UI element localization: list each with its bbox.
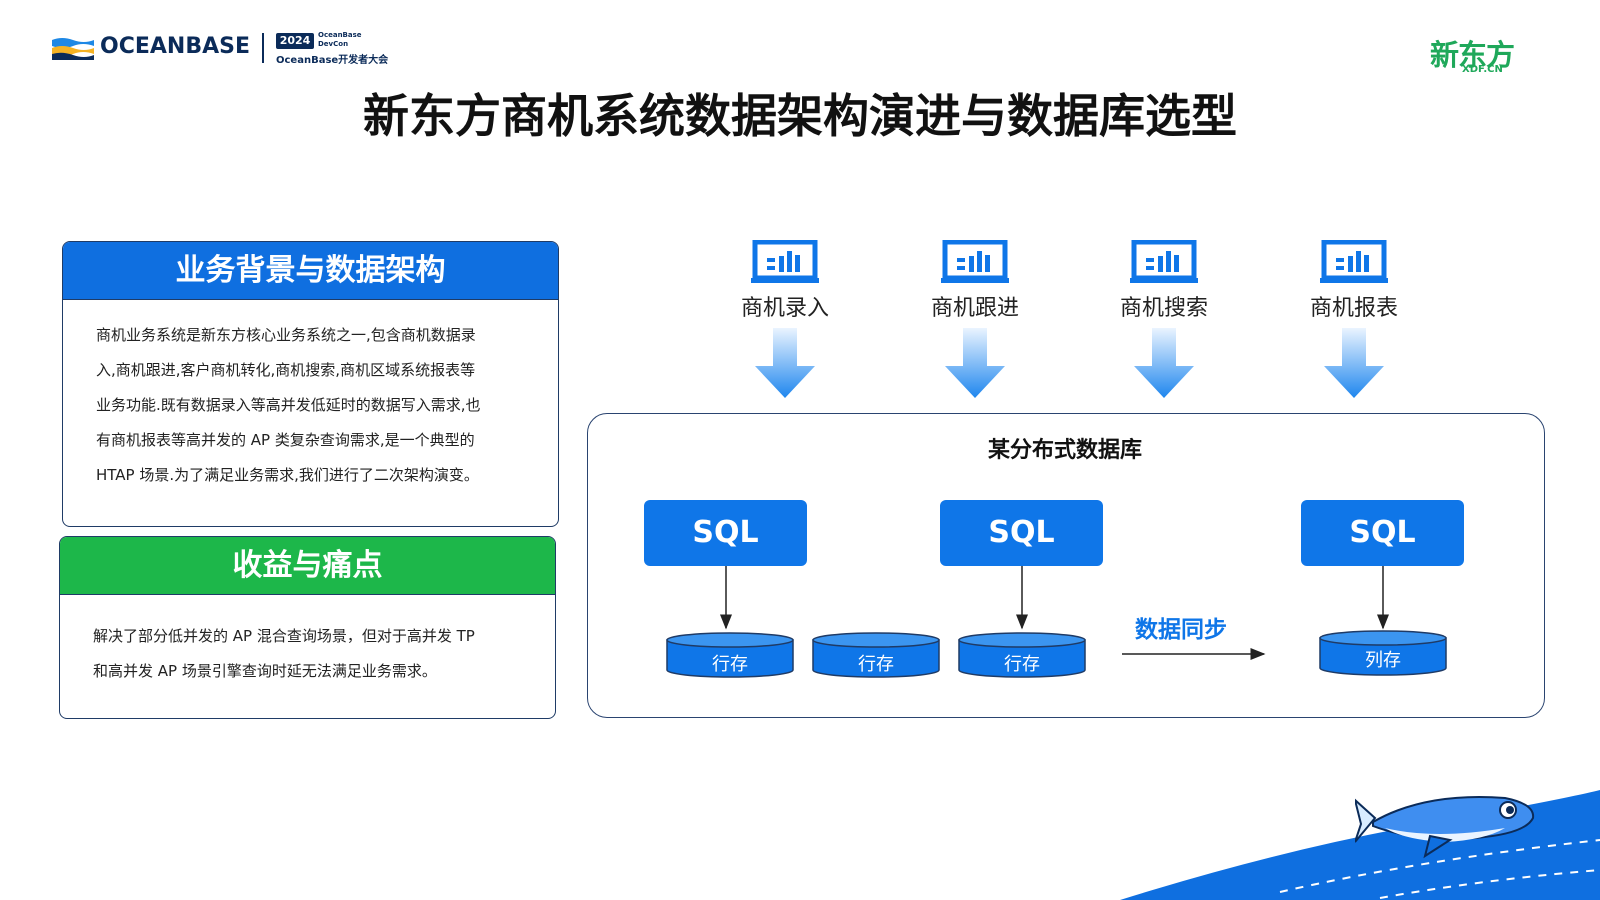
- dashboard-icon: [1320, 239, 1388, 283]
- body-line: 有商机报表等高并发的 AP 类复杂查询需求,是一个典型的: [96, 431, 475, 449]
- row-store-cylinder-icon: [812, 632, 940, 678]
- down-arrow-icon: [755, 328, 815, 398]
- body-line: 业务功能.既有数据录入等高并发低延时的数据写入需求,也: [96, 396, 481, 414]
- xdf-logo-sub: XDF.CN: [1462, 64, 1503, 75]
- down-arrow-icon: [1324, 328, 1384, 398]
- row-store-cylinder-icon: [958, 632, 1086, 678]
- dashboard-icon: [751, 239, 819, 283]
- sql-node: SQL: [644, 500, 807, 566]
- card-body: 解决了部分低并发的 AP 混合查询场景，但对于高并发 TP 和高并发 AP 场景…: [60, 595, 555, 689]
- column-store-cylinder-icon: [1319, 630, 1447, 676]
- business-background-card: 业务背景与数据架构 商机业务系统是新东方核心业务系统之一,包含商机数据录 入,商…: [62, 241, 559, 527]
- storage-label: 行存: [1004, 654, 1040, 675]
- header-divider: [262, 33, 264, 63]
- storage-label: 行存: [858, 654, 894, 675]
- body-line: 商机业务系统是新东方核心业务系统之一,包含商机数据录: [96, 326, 476, 344]
- oceanbase-logo-icon: [52, 38, 94, 60]
- gains-pain-card: 收益与痛点 解决了部分低并发的 AP 混合查询场景，但对于高并发 TP 和高并发…: [59, 536, 556, 719]
- card-heading: 收益与痛点: [60, 537, 555, 595]
- source-node-followup: 商机跟进: [915, 239, 1035, 322]
- dashboard-icon: [1130, 239, 1198, 283]
- down-arrow-icon: [945, 328, 1005, 398]
- fish-mascot-icon: [1355, 796, 1535, 859]
- card-body: 商机业务系统是新东方核心业务系统之一,包含商机数据录 入,商机跟进,客户商机转化…: [63, 300, 558, 493]
- event-year-badge: 2024: [276, 33, 314, 49]
- source-label: 商机报表: [1309, 296, 1398, 321]
- source-label: 商机搜索: [1119, 296, 1208, 321]
- down-arrow-icon: [1134, 328, 1194, 398]
- storage-label: 行存: [712, 654, 748, 675]
- source-label: 商机录入: [740, 296, 829, 321]
- database-title: 某分布式数据库: [987, 438, 1142, 463]
- body-line: 解决了部分低并发的 AP 混合查询场景，但对于高并发 TP: [93, 627, 475, 645]
- page-title: 新东方商机系统数据架构演进与数据库选型: [363, 89, 1237, 143]
- storage-label: 列存: [1365, 650, 1401, 671]
- source-node-report: 商机报表: [1294, 239, 1414, 322]
- source-label: 商机跟进: [930, 296, 1019, 321]
- xdf-logo: 新东方: [1430, 38, 1515, 72]
- card-heading: 业务背景与数据架构: [63, 242, 558, 300]
- brand-name: OCEANBASE: [100, 34, 250, 59]
- event-name: OceanBase开发者大会: [276, 55, 389, 66]
- sync-label: 数据同步: [1135, 617, 1227, 643]
- source-node-entry: 商机录入: [725, 239, 845, 322]
- event-mini-label: OceanBase DevCon: [318, 31, 362, 48]
- row-store-cylinder-icon: [666, 632, 794, 678]
- sql-node: SQL: [1301, 500, 1464, 566]
- sql-node: SQL: [940, 500, 1103, 566]
- dashboard-icon: [941, 239, 1009, 283]
- distributed-database-box: [587, 413, 1545, 718]
- body-line: HTAP 场景.为了满足业务需求,我们进行了二次架构演变。: [96, 466, 479, 484]
- source-node-search: 商机搜索: [1104, 239, 1224, 322]
- body-line: 和高并发 AP 场景引擎查询时延无法满足业务需求。: [93, 662, 437, 680]
- body-line: 入,商机跟进,客户商机转化,商机搜索,商机区域系统报表等: [96, 361, 476, 379]
